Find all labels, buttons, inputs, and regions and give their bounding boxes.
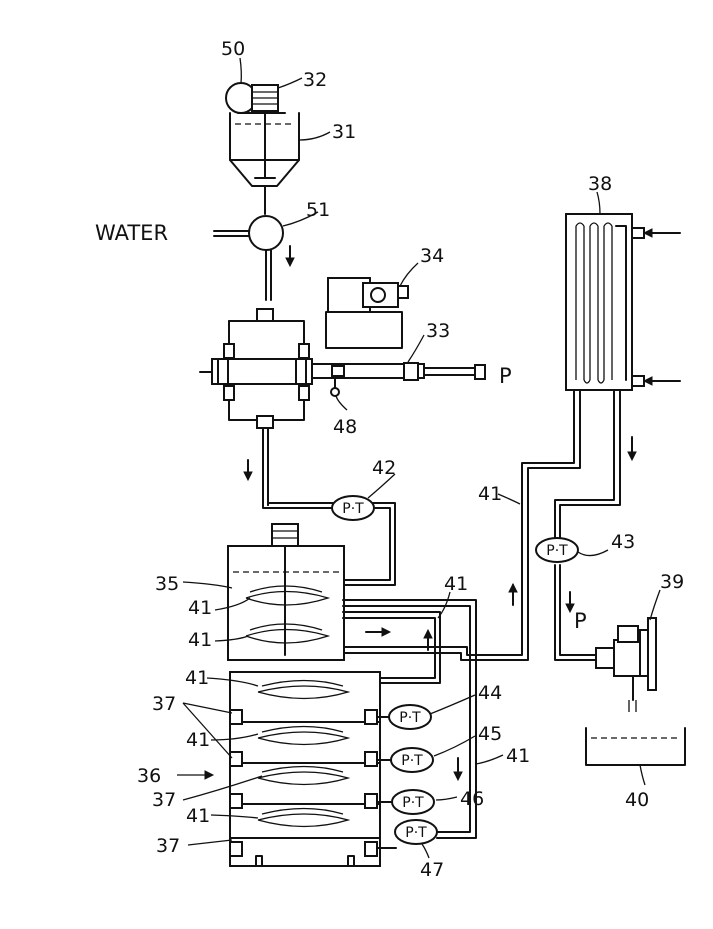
ref-40: 40 bbox=[625, 789, 649, 811]
ref-32: 32 bbox=[303, 69, 327, 91]
ref-39: 39 bbox=[660, 571, 684, 593]
pt-gauge-46: P·T bbox=[392, 790, 434, 814]
nozzle-39 bbox=[596, 618, 656, 712]
ref-41-stack-b: 41 bbox=[186, 729, 210, 751]
pressure-outlet-label: P bbox=[499, 364, 512, 388]
ref-41-stack-a: 41 bbox=[185, 667, 209, 689]
heat-exchanger-38 bbox=[566, 214, 680, 390]
motor-32 bbox=[226, 83, 285, 113]
ref-34: 34 bbox=[420, 245, 444, 267]
ref-36: 36 bbox=[137, 765, 161, 787]
pt-gauge-42: P·T bbox=[332, 496, 374, 520]
homogenizer-block bbox=[200, 309, 312, 505]
ref-48: 48 bbox=[333, 416, 357, 438]
hopper-tank-31 bbox=[230, 113, 299, 214]
ref-38: 38 bbox=[588, 173, 612, 195]
svg-text:P·T: P·T bbox=[401, 753, 423, 769]
ref-43: 43 bbox=[611, 531, 635, 553]
receiving-tank-40 bbox=[586, 728, 685, 765]
storage-tank-35 bbox=[228, 524, 390, 660]
ref-45: 45 bbox=[478, 723, 502, 745]
svg-text:P·T: P·T bbox=[342, 501, 364, 517]
pipe-41-up bbox=[343, 390, 580, 660]
ref-31: 31 bbox=[332, 121, 356, 143]
pump-unit-34 bbox=[326, 278, 408, 348]
ref-41-tank-b: 41 bbox=[188, 629, 212, 651]
pipe-41-down bbox=[555, 390, 636, 660]
ref-37-a: 37 bbox=[152, 693, 176, 715]
svg-text:P·T: P·T bbox=[405, 825, 427, 841]
ref-51: 51 bbox=[306, 199, 330, 221]
pt-gauge-45: P·T bbox=[391, 748, 433, 772]
pressure-line-33 bbox=[312, 363, 485, 396]
ref-41-stack-c: 41 bbox=[186, 805, 210, 827]
pressure-label-lower: P bbox=[574, 609, 587, 633]
reactor-stack-36 bbox=[230, 672, 396, 866]
ref-41-pipe-low: 41 bbox=[506, 745, 530, 767]
mixing-valve-51 bbox=[214, 216, 294, 300]
ref-37-b: 37 bbox=[152, 789, 176, 811]
pt-gauge-44: P·T bbox=[389, 705, 431, 729]
pt-gauge-47: P·T bbox=[395, 820, 437, 844]
ref-37-c: 37 bbox=[156, 835, 180, 857]
ref-41-pipe-mid: 41 bbox=[478, 483, 502, 505]
ref-46: 46 bbox=[460, 788, 484, 810]
svg-text:P·T: P·T bbox=[546, 543, 568, 559]
pt-gauge-43: P·T bbox=[536, 538, 578, 562]
ref-50: 50 bbox=[221, 38, 245, 60]
ref-42: 42 bbox=[372, 457, 396, 479]
ref-35: 35 bbox=[155, 573, 179, 595]
text-labels: WATER P P 50 32 31 51 34 33 48 38 42 41 … bbox=[95, 38, 684, 881]
ref-44: 44 bbox=[478, 682, 502, 704]
svg-text:P·T: P·T bbox=[402, 795, 424, 811]
svg-text:P·T: P·T bbox=[399, 710, 421, 726]
ref-33: 33 bbox=[426, 320, 450, 342]
ref-41-tank-a: 41 bbox=[188, 597, 212, 619]
ref-47: 47 bbox=[420, 859, 444, 881]
water-inlet-label: WATER bbox=[95, 221, 168, 245]
ref-41-pipe-right: 41 bbox=[444, 573, 468, 595]
